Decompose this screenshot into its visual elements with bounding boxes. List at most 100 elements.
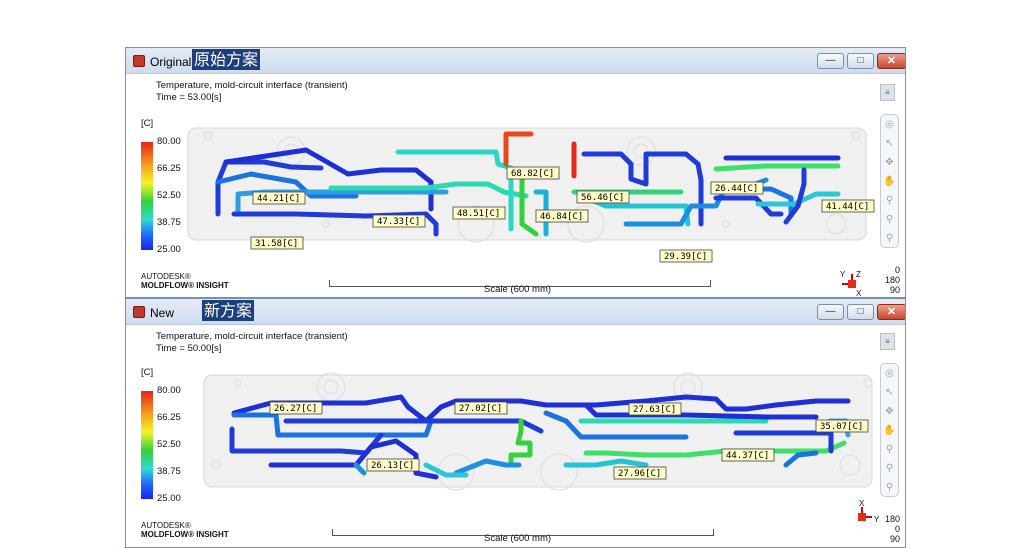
probe-label: 68.82[C] (506, 166, 560, 180)
zoom-box-icon[interactable]: ⚲ (885, 463, 894, 474)
rotation-value: 90 (889, 285, 900, 295)
probe-label: 27.96[C] (613, 466, 667, 480)
probe-label: 26.27[C] (269, 401, 323, 415)
svg-text:31.58[C]: 31.58[C] (255, 239, 298, 249)
svg-text:26.13[C]: 26.13[C] (371, 461, 414, 471)
zoom-box-icon[interactable]: ⚲ (885, 214, 894, 225)
svg-text:Z: Z (856, 270, 861, 279)
scale-tick: 25.00 (157, 493, 181, 504)
svg-text:X: X (859, 499, 865, 508)
scale-label: Scale (600 mm) (484, 533, 552, 544)
maximize-button[interactable]: □ (847, 53, 874, 69)
color-scale-bar (141, 391, 153, 499)
svg-text:Y: Y (840, 270, 846, 279)
select-icon[interactable]: ↖ (885, 387, 894, 398)
svg-text:44.21[C]: 44.21[C] (257, 194, 300, 204)
window-title-cn-badge: 原始方案 (192, 49, 261, 70)
probe-label: 26.44[C] (710, 181, 764, 195)
scale-tick: 66.25 (157, 412, 181, 423)
pan-icon[interactable]: ✥ (885, 157, 894, 168)
svg-text:27.63[C]: 27.63[C] (633, 405, 676, 415)
orbit-icon[interactable]: ◎ (885, 368, 894, 379)
plot-area[interactable]: Temperature, mold-circuit interface (tra… (126, 325, 905, 547)
select-icon[interactable]: ↖ (885, 138, 894, 149)
fit-icon[interactable]: ⚲ (885, 233, 894, 244)
rotation-value: 0 (894, 265, 900, 275)
close-button[interactable]: ✕ (877, 53, 905, 69)
scale-tick: 52.50 (157, 439, 181, 450)
brand-moldflow: MOLDFLOW® INSIGHT (141, 281, 229, 290)
svg-text:46.84[C]: 46.84[C] (540, 212, 583, 222)
moldflow-app-icon (133, 55, 145, 67)
brand-moldflow: MOLDFLOW® INSIGHT (141, 530, 229, 539)
time-label: Time = 53.00[s] (156, 92, 222, 103)
probe-label: 41.44[C] (821, 199, 875, 213)
cooling-circuit-model[interactable]: 44.21[C] 31.58[C] 47.33[C] 68.82[C] 48.5… (126, 74, 906, 298)
scale-tick: 66.25 (157, 163, 181, 174)
cooling-circuit-model[interactable]: 26.27[C] 27.02[C] 27.63[C] 35.07[C] 26.1… (126, 325, 906, 548)
svg-text:68.82[C]: 68.82[C] (511, 169, 554, 179)
svg-text:26.27[C]: 26.27[C] (274, 404, 317, 414)
original-result-window[interactable]: Original 原始方案 — □ ✕ Temperature, mold-ci… (125, 47, 906, 298)
rotation-value: 90 (889, 534, 900, 544)
minimize-button[interactable]: — (817, 304, 844, 320)
minimize-button[interactable]: — (817, 53, 844, 69)
probe-labels: 44.21[C] 31.58[C] 47.33[C] 68.82[C] 48.5… (250, 166, 875, 263)
probe-label: 44.21[C] (252, 191, 306, 205)
scale-tick: 38.75 (157, 466, 181, 477)
units-label: [C] (141, 118, 154, 129)
color-scale-bar (141, 142, 153, 250)
hand-icon[interactable]: ✋ (883, 425, 896, 436)
probe-label: 26.13[C] (366, 458, 420, 472)
probe-label: 29.39[C] (659, 249, 713, 263)
plot-area[interactable]: Temperature, mold-circuit interface (tra… (126, 74, 905, 297)
axis-triad: X Y (858, 499, 880, 524)
svg-text:29.39[C]: 29.39[C] (664, 252, 707, 262)
scale-bar (329, 280, 711, 287)
zoom-icon[interactable]: ⚲ (885, 195, 894, 206)
pan-icon[interactable]: ✥ (885, 406, 894, 417)
rotation-value: 180 (884, 275, 900, 285)
svg-text:Y: Y (874, 515, 880, 524)
brand-autodesk: AUTODESK® (141, 521, 191, 530)
svg-text:35.07[C]: 35.07[C] (820, 422, 863, 432)
brand-autodesk: AUTODESK® (141, 272, 191, 281)
plot-title-text: Temperature, mold-circuit interface (tra… (156, 80, 348, 91)
svg-text:26.44[C]: 26.44[C] (715, 184, 758, 194)
zoom-icon[interactable]: ⚲ (885, 444, 894, 455)
scale-tick: 52.50 (157, 190, 181, 201)
svg-text:44.37[C]: 44.37[C] (726, 451, 769, 461)
scale-tick: 38.75 (157, 217, 181, 228)
probe-label: 27.02[C] (454, 401, 508, 415)
probe-label: 48.51[C] (452, 206, 506, 220)
menu-icon[interactable]: ≡ (880, 333, 895, 350)
window-titlebar[interactable]: Original 原始方案 — □ ✕ (126, 48, 905, 74)
plot-title: Temperature, mold-circuit interface (tra… (156, 331, 348, 355)
probe-labels: 26.27[C] 27.02[C] 27.63[C] 35.07[C] 26.1… (269, 401, 869, 480)
window-title: Original (150, 55, 192, 69)
time-label: Time = 50.00[s] (156, 343, 222, 354)
rotation-readout: 0 180 90 (885, 265, 900, 295)
plot-title: Temperature, mold-circuit interface (tra… (156, 80, 348, 104)
menu-icon[interactable]: ≡ (880, 84, 895, 101)
view-toolbar[interactable]: ◎ ↖ ✥ ✋ ⚲ ⚲ ⚲ (880, 363, 899, 497)
hand-icon[interactable]: ✋ (883, 176, 896, 187)
maximize-button[interactable]: □ (847, 304, 874, 320)
probe-label: 46.84[C] (535, 209, 589, 223)
fit-icon[interactable]: ⚲ (885, 482, 894, 493)
probe-label: 35.07[C] (815, 419, 869, 433)
window-titlebar[interactable]: New 新方案 — □ ✕ (126, 299, 905, 325)
probe-label: 44.37[C] (721, 448, 775, 462)
new-result-window[interactable]: New 新方案 — □ ✕ Temperature, mold-circuit … (125, 298, 906, 548)
svg-text:48.51[C]: 48.51[C] (457, 209, 500, 219)
rotation-value: 180 (884, 514, 900, 524)
probe-label: 56.46[C] (576, 190, 630, 204)
orbit-icon[interactable]: ◎ (885, 119, 894, 130)
scale-tick: 80.00 (157, 136, 181, 147)
view-toolbar[interactable]: ◎ ↖ ✥ ✋ ⚲ ⚲ ⚲ (880, 114, 899, 248)
units-label: [C] (141, 367, 154, 378)
window-title: New (150, 306, 175, 320)
scale-tick: 25.00 (157, 244, 181, 255)
close-button[interactable]: ✕ (877, 304, 905, 320)
moldflow-app-icon (133, 306, 145, 318)
